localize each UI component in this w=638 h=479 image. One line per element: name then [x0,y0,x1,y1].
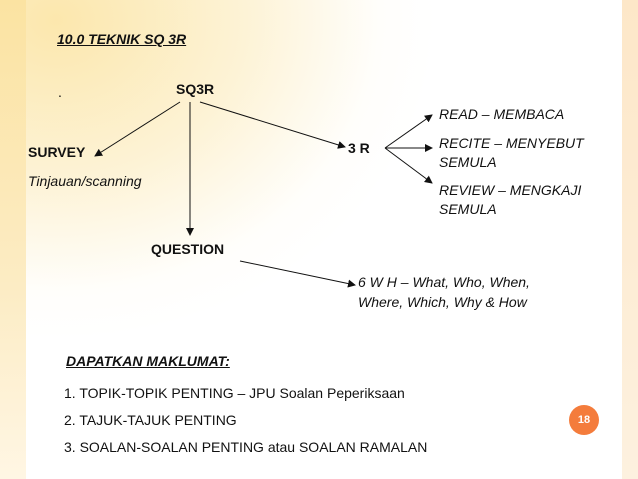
list-item-3: 3. SOALAN-SOALAN PENTING atau SOALAN RAM… [64,439,428,455]
list-item-2: 2. TAJUK-TAJUK PENTING [64,412,237,428]
node-recite-2: SEMULA [439,154,497,170]
node-survey-sub: Tinjauan/scanning [28,173,142,189]
arrow-to-review [384,147,433,184]
node-recite-1: RECITE – MENYEBUT [439,135,584,151]
left-border [0,0,26,479]
node-survey: SURVEY [28,144,86,160]
slide-background [26,0,622,479]
page-number-badge: 18 [569,405,599,435]
node-read: READ – MEMBACA [439,106,565,122]
node-3r: 3 R [348,140,370,156]
node-6wh-1: 6 W H – What, Who, When, [358,274,530,290]
list-heading: DAPATKAN MAKLUMAT: [66,353,230,369]
bullet-dot: . [58,84,62,100]
node-6wh-2: Where, Which, Why & How [358,294,527,310]
arrow-to-6wh [239,260,356,288]
arrow-to-read [384,114,433,149]
node-question: QUESTION [151,241,225,257]
list-item-1: 1. TOPIK-TOPIK PENTING – JPU Soalan Pepe… [64,385,405,401]
node-sq3r: SQ3R [176,81,215,97]
arrow-to-3r [199,101,346,149]
right-border [622,0,638,479]
slide-title: 10.0 TEKNIK SQ 3R [57,31,187,47]
node-review-1: REVIEW – MENGKAJI [439,182,582,198]
node-review-2: SEMULA [439,201,497,217]
arrow-to-survey [94,101,181,157]
